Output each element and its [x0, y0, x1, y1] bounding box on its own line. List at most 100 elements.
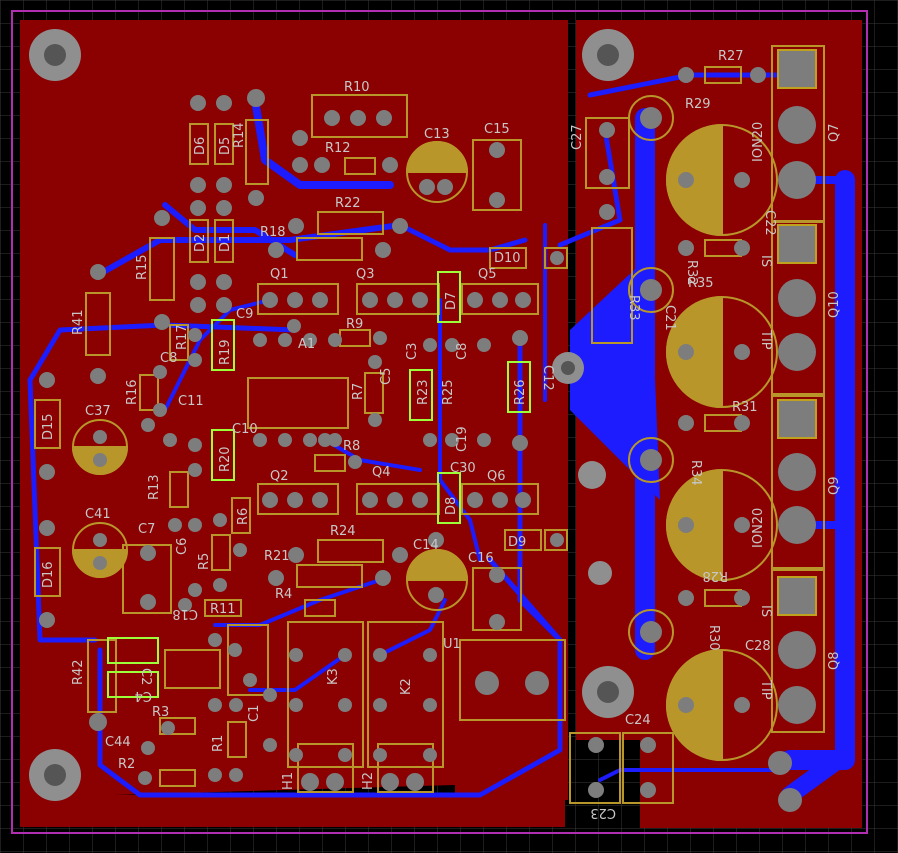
label-TIP-top: TIP: [758, 329, 773, 350]
label-R29: R29: [685, 97, 711, 112]
power-transistor-pads[interactable]: [640, 49, 817, 812]
label-D7: D7: [444, 292, 459, 310]
label-D5: D5: [218, 137, 233, 155]
label-C2: C2: [138, 668, 153, 685]
label-K2: K2: [399, 678, 414, 695]
label-R33: R33: [626, 295, 641, 321]
label-C30: C30: [450, 461, 476, 476]
label-R14: R14: [232, 122, 247, 148]
label-R32: R32: [684, 260, 699, 286]
bottom-traces: [27, 72, 855, 804]
label-C44: C44: [105, 735, 131, 750]
label-R31: R31: [732, 400, 758, 415]
label-C19: C19: [455, 426, 470, 452]
label-C4: C4: [135, 688, 152, 703]
label-C3: C3: [405, 343, 420, 360]
label-Q8: Q8: [827, 651, 842, 670]
label-R1: R1: [211, 735, 226, 752]
label-C8: C8: [160, 351, 177, 366]
label-R5: R5: [197, 553, 212, 570]
label-Q1: Q1: [270, 267, 289, 282]
label-R26: R26: [513, 379, 528, 405]
label-R22: R22: [335, 196, 361, 211]
label-H2: H2: [361, 772, 376, 790]
label-C15: C15: [484, 122, 510, 137]
label-Q9: Q9: [827, 476, 842, 495]
label-R23: R23: [416, 379, 431, 405]
label-ION20-mid: ION20: [751, 508, 766, 548]
label-R2: R2: [118, 757, 135, 772]
label-R41: R41: [71, 309, 86, 335]
label-D1: D1: [218, 234, 233, 252]
label-IS-top: IS: [758, 255, 773, 267]
label-C27: C27: [570, 124, 585, 150]
label-R17: R17: [175, 324, 190, 350]
label-C10: C10: [232, 422, 258, 437]
label-C41: C41: [85, 507, 111, 522]
label-C5: C5: [379, 368, 394, 385]
label-R20: R20: [218, 446, 233, 472]
label-R30: R30: [706, 625, 721, 651]
label-C8b: C8: [455, 343, 470, 360]
label-C22: C22: [762, 210, 777, 236]
label-C28: C28: [745, 639, 771, 654]
label-Q10: Q10: [827, 291, 842, 318]
label-R28: R28: [702, 568, 728, 583]
label-D16: D16: [41, 561, 56, 588]
label-Q5: Q5: [478, 267, 497, 282]
label-R35: R35: [688, 276, 714, 291]
label-R27: R27: [718, 49, 744, 64]
label-Q2: Q2: [270, 469, 289, 484]
label-Q7: Q7: [827, 123, 842, 142]
label-C18: C18: [172, 606, 198, 621]
label-H1: H1: [281, 772, 296, 790]
board-outline: [11, 10, 868, 834]
label-TIP-bottom: TIP: [758, 679, 773, 700]
label-IS-bottom: IS: [758, 605, 773, 617]
highlighted-components: [107, 271, 531, 698]
label-A1: A1: [298, 337, 315, 352]
label-R15: R15: [135, 254, 150, 280]
label-C12: C12: [540, 365, 555, 391]
label-R19: R19: [218, 339, 233, 365]
label-Q3: Q3: [356, 267, 375, 282]
label-R13: R13: [147, 474, 162, 500]
label-R16: R16: [125, 379, 140, 405]
label-R21: R21: [264, 549, 290, 564]
label-R25: R25: [441, 379, 456, 405]
label-C7: C7: [138, 522, 155, 537]
label-C9: C9: [236, 307, 253, 322]
label-C6: C6: [175, 538, 190, 555]
label-R11: R11: [210, 602, 236, 617]
label-D2: D2: [193, 234, 208, 252]
label-R6: R6: [236, 508, 251, 525]
label-ION20-top: ION20: [751, 122, 766, 162]
label-R3: R3: [152, 705, 169, 720]
label-C21: C21: [662, 305, 677, 331]
designators: R10 C13 C15 C27 R27 R29 Q7 ION20 R12 D6 …: [41, 49, 842, 820]
silkscreen-outlines: [34, 45, 825, 804]
label-D6: D6: [193, 137, 208, 155]
label-C24: C24: [625, 713, 651, 728]
label-C37: C37: [85, 404, 111, 419]
mounting-holes[interactable]: [29, 29, 634, 801]
label-R42: R42: [71, 659, 86, 685]
label-R10: R10: [344, 80, 370, 95]
label-D8: D8: [444, 497, 459, 515]
label-R24: R24: [330, 524, 356, 539]
label-D15: D15: [41, 413, 56, 440]
label-R18: R18: [260, 225, 286, 240]
label-C23: C23: [590, 805, 616, 820]
label-C13: C13: [424, 127, 450, 142]
label-Q4: Q4: [372, 465, 391, 480]
label-C16: C16: [468, 551, 494, 566]
small-pads[interactable]: [39, 67, 766, 798]
label-R34: R34: [688, 460, 703, 486]
label-C11: C11: [178, 394, 204, 409]
label-D10: D10: [494, 251, 521, 266]
label-C14: C14: [413, 538, 439, 553]
label-D9: D9: [508, 535, 526, 550]
label-C1: C1: [247, 705, 262, 722]
label-K3: K3: [326, 668, 341, 685]
